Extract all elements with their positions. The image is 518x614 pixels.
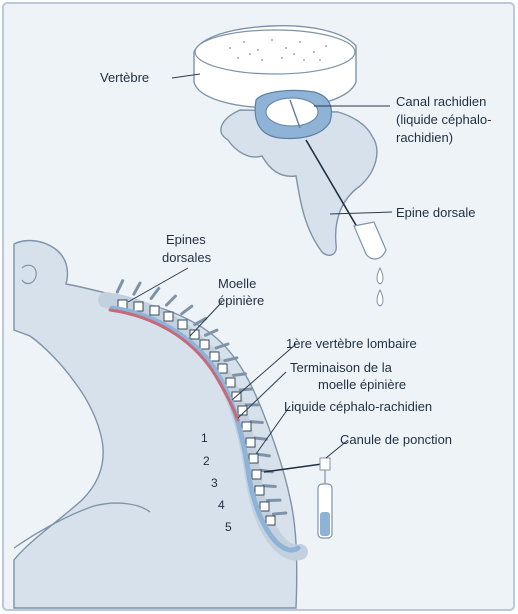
vertebra-block [178, 320, 187, 329]
vertebra-block [255, 486, 264, 495]
label-vertebre: Vertèbre [100, 70, 149, 85]
label-terminaison-2: moelle épinière [318, 377, 406, 392]
lumbar-number-3: 3 [211, 476, 218, 490]
vertebra-block [242, 422, 251, 431]
label-terminaison-1: Terminaison de la [290, 360, 393, 375]
spinous-process [239, 389, 252, 390]
vertebral-body-top [195, 30, 355, 74]
spinous-process [257, 454, 270, 456]
lumbar-number-1: 1 [201, 431, 208, 445]
lumbar-number-5: 5 [225, 520, 232, 534]
vertebra-block [246, 438, 255, 447]
label-canal-3: rachidien) [396, 130, 453, 145]
spinous-process [250, 422, 263, 423]
vertebra-block [226, 378, 235, 387]
spinous-process [273, 513, 286, 514]
vertebra-block [249, 454, 258, 463]
canal-opening [266, 98, 318, 126]
vertebra-block [210, 352, 219, 361]
vertebra-block [252, 470, 261, 479]
vertebra-block [218, 364, 227, 373]
vertebra-block [266, 516, 275, 525]
vertebra-block [260, 502, 269, 511]
label-moelle-2: épinière [218, 293, 264, 308]
label-epine-dorsale: Epine dorsale [396, 205, 476, 220]
needle-connector [320, 458, 330, 470]
label-premiere-lombaire: 1ère vertèbre lombaire [286, 336, 417, 351]
label-liquide: Liquide céphalo-rachidien [284, 399, 432, 414]
label-epines-2: dorsales [162, 250, 212, 265]
spinous-process [263, 486, 276, 487]
lumbar-number-2: 2 [203, 454, 210, 468]
spinous-process [233, 374, 246, 376]
vertebra-block [150, 306, 159, 315]
label-canal-2: (liquide céphalo- [396, 112, 491, 127]
vertebra-block [134, 302, 143, 311]
spinous-process [254, 438, 267, 439]
label-canule: Canule de ponction [340, 432, 452, 447]
vertebra-block [164, 312, 173, 321]
label-epines-1: Epines [166, 232, 206, 247]
vertebra-block [200, 340, 209, 349]
label-canal-1: Canal rachidien [396, 94, 486, 109]
label-moelle-1: Moelle [218, 276, 256, 291]
collected-fluid [320, 512, 330, 536]
lumbar-number-4: 4 [218, 498, 225, 512]
